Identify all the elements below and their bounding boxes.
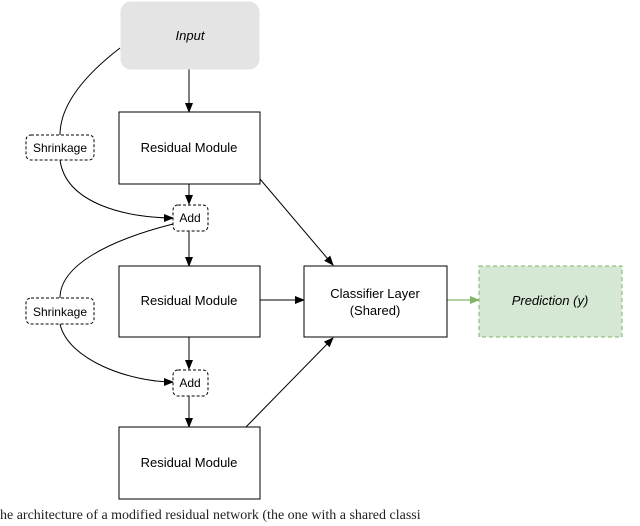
node-residual-module-3: Residual Module [118,426,261,500]
node-add-2: Add [172,369,209,397]
residual-module-1-label: Residual Module [141,140,238,155]
residual-module-2-label: Residual Module [141,293,238,308]
add-2-label: Add [179,376,200,390]
classifier-label-line-1: Classifier Layer [330,286,420,301]
node-shrinkage-1: Shrinkage [25,134,95,161]
node-prediction: Prediction (y) [478,265,623,338]
node-input: Input [120,1,260,70]
classifier-label-line-2: (Shared) [350,303,401,318]
add-1-label: Add [179,211,200,225]
node-residual-module-1: Residual Module [118,111,261,185]
node-shrinkage-2: Shrinkage [25,297,95,325]
node-residual-module-2: Residual Module [118,265,261,338]
node-classifier-layer: Classifier Layer (Shared) [303,265,448,338]
shrinkage-2-label: Shrinkage [33,305,87,319]
residual-module-3-label: Residual Module [141,455,238,470]
prediction-label: Prediction (y) [512,293,589,308]
shrinkage-1-label: Shrinkage [33,141,87,155]
figure-caption: he architecture of a modified residual n… [0,508,421,523]
input-label: Input [176,28,206,43]
node-add-1: Add [172,204,209,232]
edge-shrinkage-1-add-1 [59,159,174,222]
edge-residual-3-classifier [242,337,334,431]
edge-shrinkage-2-add-2 [59,323,174,386]
edge-add-1-shrinkage-2 [59,223,174,299]
edge-input-shrinkage-1 [59,47,121,136]
